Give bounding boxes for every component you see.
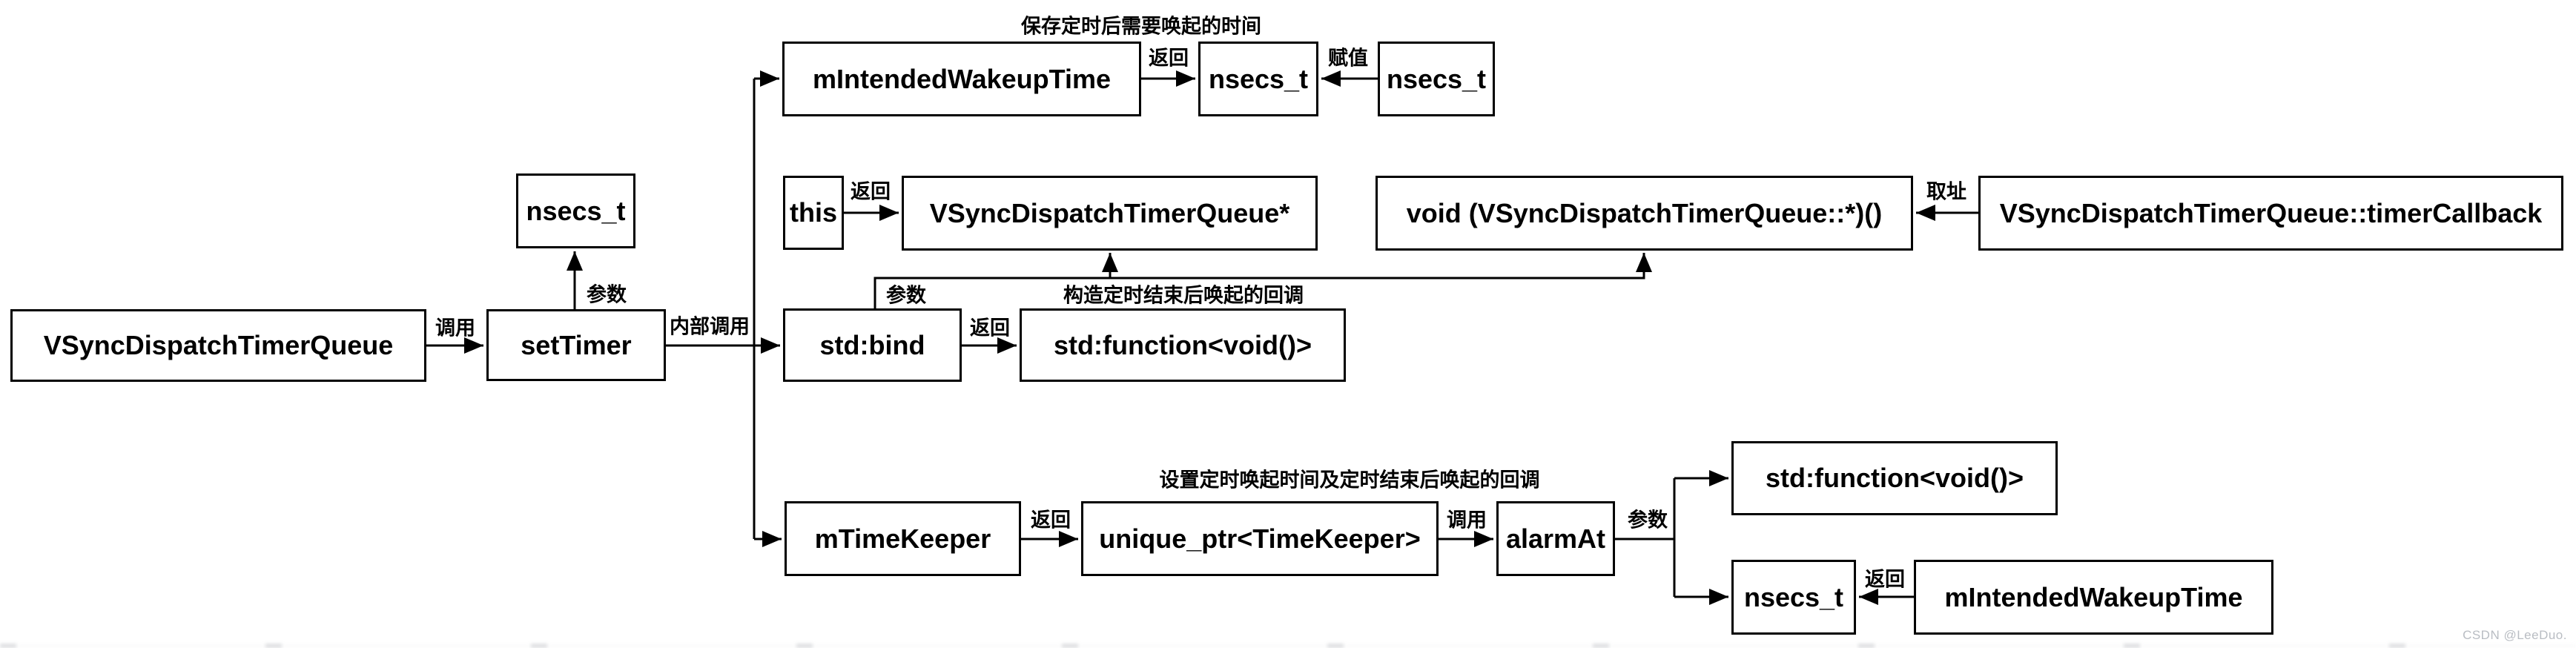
edge-label-call-1: 调用: [435, 317, 475, 340]
caption-set-wakeup-callback: 设置定时唤起时间及定时结束后唤起的回调: [1159, 469, 1540, 492]
edge-label-param-2: 参数: [886, 284, 926, 307]
node-mtimekeeper: mTimeKeeper: [785, 501, 1021, 576]
node-nsecs-t-mid: nsecs_t: [1198, 42, 1318, 116]
watermark: CSDN @LeeDuo.: [2463, 628, 2567, 642]
edge-label-return-3: 返回: [970, 317, 1010, 340]
node-alarmat: alarmAt: [1496, 501, 1615, 576]
edge-label-param-3: 参数: [1628, 509, 1668, 532]
node-nsecs-t-source: nsecs_t: [1378, 42, 1495, 116]
edge-label-internal-call: 内部调用: [670, 315, 750, 338]
edge-label-return-4: 返回: [1031, 509, 1071, 532]
edge-label-return-2: 返回: [851, 180, 891, 203]
node-vsyncdispatchtimerqueue: VSyncDispatchTimerQueue: [10, 309, 426, 382]
node-std-function-2: std:function<void()>: [1731, 441, 2058, 515]
node-mintendedwakeuptime-top: mIntendedWakeupTime: [782, 42, 1141, 116]
edge-label-call-2: 调用: [1447, 509, 1487, 532]
node-timercallback: VSyncDispatchTimerQueue::timerCallback: [1978, 176, 2563, 251]
node-void-member-fn: void (VSyncDispatchTimerQueue::*)(): [1375, 176, 1913, 251]
blurred-strip: [0, 644, 2576, 648]
node-nsecs-t-bottom: nsecs_t: [1731, 560, 1856, 635]
node-vsyncdispatchtimerqueue-ptr: VSyncDispatchTimerQueue*: [902, 176, 1318, 251]
edge-label-param-1: 参数: [587, 283, 627, 306]
node-mintendedwakeuptime-bottom: mIntendedWakeupTime: [1914, 560, 2273, 635]
edge-label-assign: 赋值: [1328, 47, 1368, 70]
node-std-function: std:function<void()>: [1020, 308, 1346, 382]
edge-label-return-5: 返回: [1865, 568, 1905, 591]
caption-construct-callback: 构造定时结束后唤起的回调: [1063, 284, 1304, 307]
node-std-bind: std:bind: [783, 308, 962, 382]
node-this: this: [783, 176, 844, 250]
edge-label-return-1: 返回: [1149, 47, 1189, 70]
edge-label-addr: 取址: [1926, 180, 1966, 203]
caption-save-wakeup-time: 保存定时后需要唤起的时间: [1021, 15, 1261, 38]
node-settimer: setTimer: [486, 309, 666, 381]
node-unique-ptr-timekeeper: unique_ptr<TimeKeeper>: [1081, 501, 1439, 576]
node-nsecs-t-param: nsecs_t: [516, 173, 635, 248]
